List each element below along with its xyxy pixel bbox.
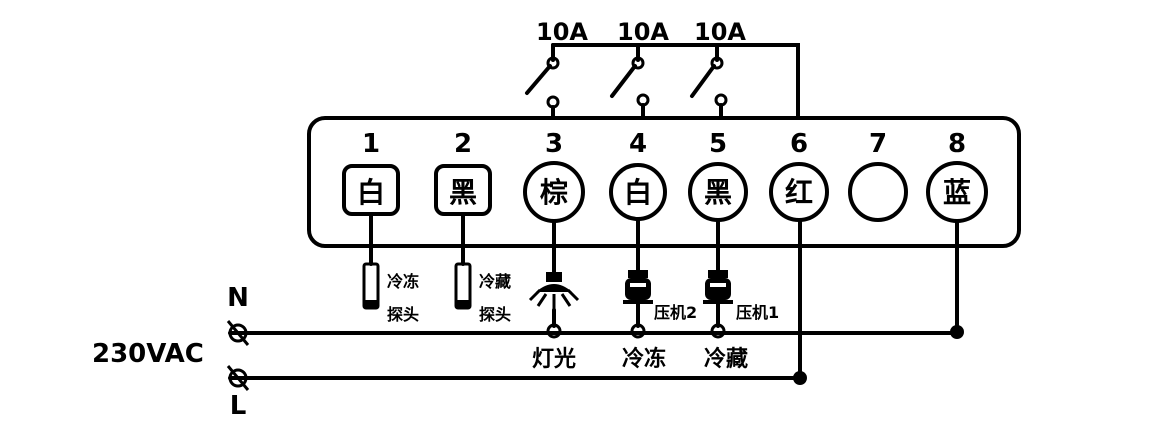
supply-voltage-label: 230VAC — [92, 339, 204, 369]
relay-switch-2 — [610, 56, 650, 118]
terminal-color-1: 白 — [357, 176, 385, 209]
terminal-color-8: 蓝 — [943, 176, 971, 209]
probe-icon — [454, 262, 472, 310]
terminal-number-7: 7 — [869, 129, 887, 159]
terminal-number-8: 8 — [948, 129, 966, 159]
terminal-block — [307, 116, 1021, 248]
compressor-2-connection-point — [630, 323, 646, 339]
junction-dot — [950, 325, 964, 339]
terminal-number-4: 4 — [629, 129, 647, 159]
probe-1-label-line1: 冷冻 — [387, 272, 419, 291]
terminal-socket-7 — [848, 162, 908, 222]
terminal-number-5: 5 — [709, 129, 727, 159]
lamp-icon — [528, 272, 580, 310]
probe-icon — [362, 262, 380, 310]
probe-1-label-line2: 探头 — [387, 305, 419, 324]
freezer-compressor-label: 冷冻 — [622, 346, 666, 372]
terminal-color-4: 白 — [624, 176, 652, 209]
relay-switch-1 — [525, 56, 560, 118]
neutral-label: N — [227, 283, 249, 313]
lamp-connection-point — [546, 323, 562, 339]
terminal-number-6: 6 — [790, 129, 808, 159]
neutral-terminal — [226, 320, 250, 346]
live-label: L — [230, 391, 247, 421]
relay-common-bus — [551, 43, 800, 118]
relay-rating-3: 10A — [694, 18, 746, 46]
terminal-color-5: 黑 — [704, 176, 732, 209]
compressor-1-connection-point — [710, 323, 726, 339]
terminal-number-2: 2 — [454, 129, 472, 159]
probe-2-label-line1: 冷藏 — [479, 272, 511, 291]
relay-rating-1: 10A — [536, 18, 588, 46]
terminal-color-2: 黑 — [449, 176, 477, 209]
probe-2-label-line2: 探头 — [479, 305, 511, 324]
compressor-icon — [623, 270, 653, 304]
lamp-label: 灯光 — [532, 347, 576, 372]
terminal-color-6: 红 — [785, 176, 813, 209]
relay-switch-3 — [690, 56, 728, 118]
compressor-2-tag: 压机2 — [654, 303, 697, 322]
live-terminal — [226, 365, 250, 391]
terminal-number-1: 1 — [362, 129, 380, 159]
terminal-number-3: 3 — [545, 129, 563, 159]
compressor-1-tag: 压机1 — [736, 303, 779, 322]
fridge-compressor-label: 冷藏 — [704, 346, 748, 372]
compressor-icon — [703, 270, 733, 304]
terminal-color-3: 棕 — [540, 176, 568, 209]
junction-dot — [793, 371, 807, 385]
relay-rating-2: 10A — [617, 18, 669, 46]
